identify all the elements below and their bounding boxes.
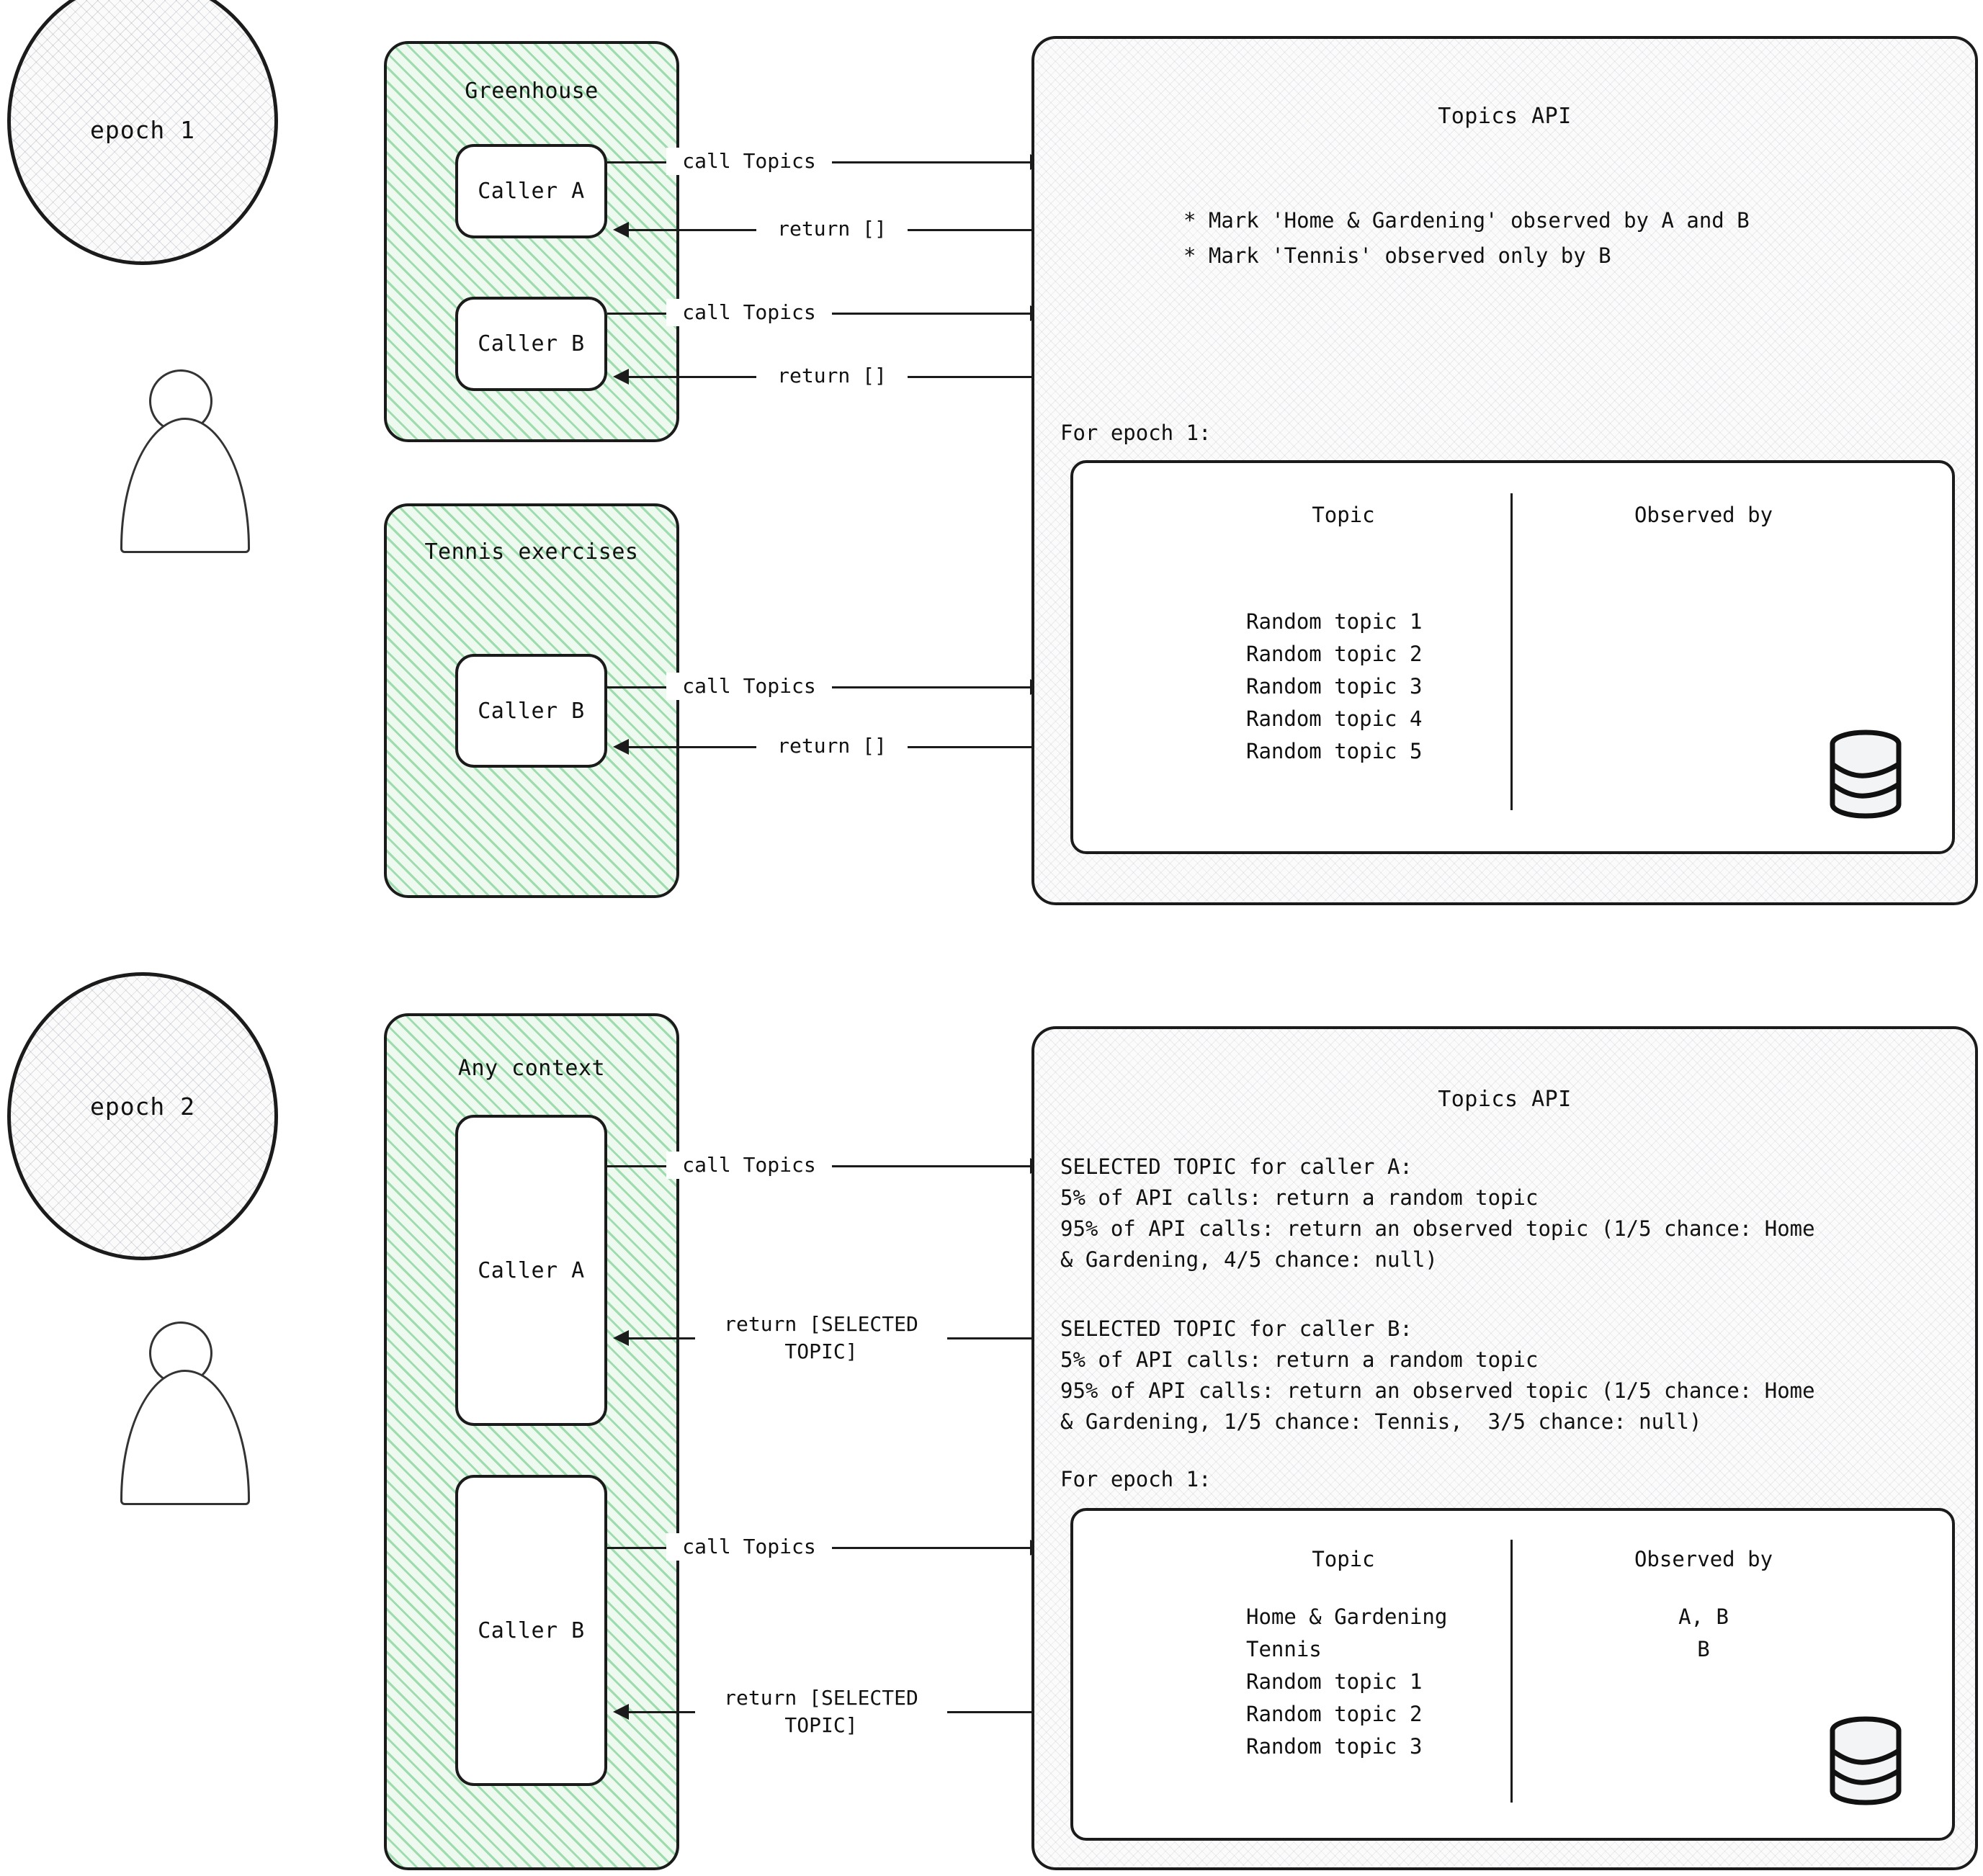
topics-table-header-observed-epoch-2: Observed by bbox=[1634, 1547, 1773, 1571]
context-greenhouse-title: Greenhouse bbox=[465, 78, 599, 104]
edge-any-a-return-arrowhead bbox=[613, 1330, 629, 1346]
caller-box-any-a-label: Caller A bbox=[478, 1257, 585, 1283]
topics-table-topic-column-epoch-1: Random topic 1 Random topic 2 Random top… bbox=[1246, 609, 1423, 763]
topics-table-header-observed-epoch-1: Observed by bbox=[1634, 503, 1773, 527]
topics-api-title-epoch-1: Topics API bbox=[1438, 104, 1572, 129]
topics-table-observed-column-epoch-2: A, B B bbox=[1678, 1605, 1729, 1661]
edge-any-b-return-label: return [SELECTED TOPIC] bbox=[695, 1684, 947, 1739]
topics-table-card-epoch-2: Topic Observed by Home & Gardening Tenni… bbox=[1070, 1508, 1955, 1841]
topics-api-bullet-1-epoch-1: * Mark 'Home & Gardening' observed by A … bbox=[1183, 208, 1750, 233]
topics-table-topic-column-epoch-2: Home & Gardening Tennis Random topic 1 R… bbox=[1246, 1605, 1448, 1759]
edge-greenhouse-b-return-arrowhead bbox=[613, 369, 629, 385]
for-epoch-label-epoch-2: For epoch 1: bbox=[1060, 1467, 1212, 1491]
topics-table-divider-epoch-1 bbox=[1510, 493, 1513, 810]
edge-greenhouse-a-return-label: return [] bbox=[756, 215, 908, 243]
edge-greenhouse-a-call-label: call Topics bbox=[666, 148, 832, 175]
epoch-1-circle: epoch 1 bbox=[7, 0, 278, 265]
caller-box-tennis-b[interactable]: Caller B bbox=[455, 654, 607, 768]
database-cylinder-icon-epoch-1 bbox=[1830, 730, 1902, 819]
edge-tennis-b-return-label: return [] bbox=[756, 732, 908, 760]
epoch-2-circle: epoch 2 bbox=[7, 972, 278, 1260]
edge-any-a-return-label: return [SELECTED TOPIC] bbox=[695, 1311, 947, 1365]
caller-box-tennis-b-label: Caller B bbox=[478, 698, 585, 724]
edge-tennis-b-return-arrowhead bbox=[613, 739, 629, 755]
topics-table-divider-epoch-2 bbox=[1510, 1540, 1513, 1803]
topics-table-header-topic-epoch-1: Topic bbox=[1312, 503, 1375, 527]
context-any-context-title: Any context bbox=[457, 1056, 606, 1081]
for-epoch-label-epoch-1: For epoch 1: bbox=[1060, 421, 1212, 445]
topics-api-panel-epoch-2: Topics API SELECTED TOPIC for caller A: … bbox=[1031, 1026, 1978, 1870]
caller-box-greenhouse-b-label: Caller B bbox=[478, 331, 585, 356]
edge-any-a-call-label: call Topics bbox=[666, 1152, 832, 1179]
topics-api-block-a-epoch-2: SELECTED TOPIC for caller A: 5% of API c… bbox=[1060, 1154, 1815, 1272]
caller-box-any-b[interactable]: Caller B bbox=[455, 1475, 607, 1786]
topics-table-card-epoch-1: Topic Observed by Random topic 1 Random … bbox=[1070, 460, 1955, 854]
edge-any-b-call-label: call Topics bbox=[666, 1533, 832, 1561]
context-tennis-exercises-title: Tennis exercises bbox=[424, 539, 639, 565]
topics-api-title-epoch-2: Topics API bbox=[1438, 1087, 1572, 1112]
edge-greenhouse-b-return-label: return [] bbox=[756, 362, 908, 390]
topics-table-header-topic-epoch-2: Topic bbox=[1312, 1547, 1375, 1571]
topics-api-bullet-2-epoch-1: * Mark 'Tennis' observed only by B bbox=[1183, 243, 1611, 268]
database-cylinder-icon-epoch-2 bbox=[1830, 1716, 1902, 1805]
caller-box-greenhouse-a[interactable]: Caller A bbox=[455, 144, 607, 238]
epoch-1-label: epoch 1 bbox=[89, 115, 196, 144]
epoch-2-label: epoch 2 bbox=[89, 1092, 196, 1121]
edge-greenhouse-a-return-arrowhead bbox=[613, 222, 629, 238]
user-actor-body-epoch-2 bbox=[120, 1370, 250, 1505]
caller-box-greenhouse-a-label: Caller A bbox=[478, 179, 585, 204]
topics-api-block-b-epoch-2: SELECTED TOPIC for caller B: 5% of API c… bbox=[1060, 1316, 1815, 1434]
user-actor-body-epoch-1 bbox=[120, 418, 250, 553]
caller-box-any-b-label: Caller B bbox=[478, 1617, 585, 1643]
topics-api-panel-epoch-1: Topics API * Mark 'Home & Gardening' obs… bbox=[1031, 36, 1978, 905]
edge-any-b-return-arrowhead bbox=[613, 1704, 629, 1720]
caller-box-greenhouse-b[interactable]: Caller B bbox=[455, 297, 607, 391]
edge-tennis-b-call-label: call Topics bbox=[666, 673, 832, 700]
edge-greenhouse-b-call-label: call Topics bbox=[666, 299, 832, 326]
caller-box-any-a[interactable]: Caller A bbox=[455, 1115, 607, 1426]
